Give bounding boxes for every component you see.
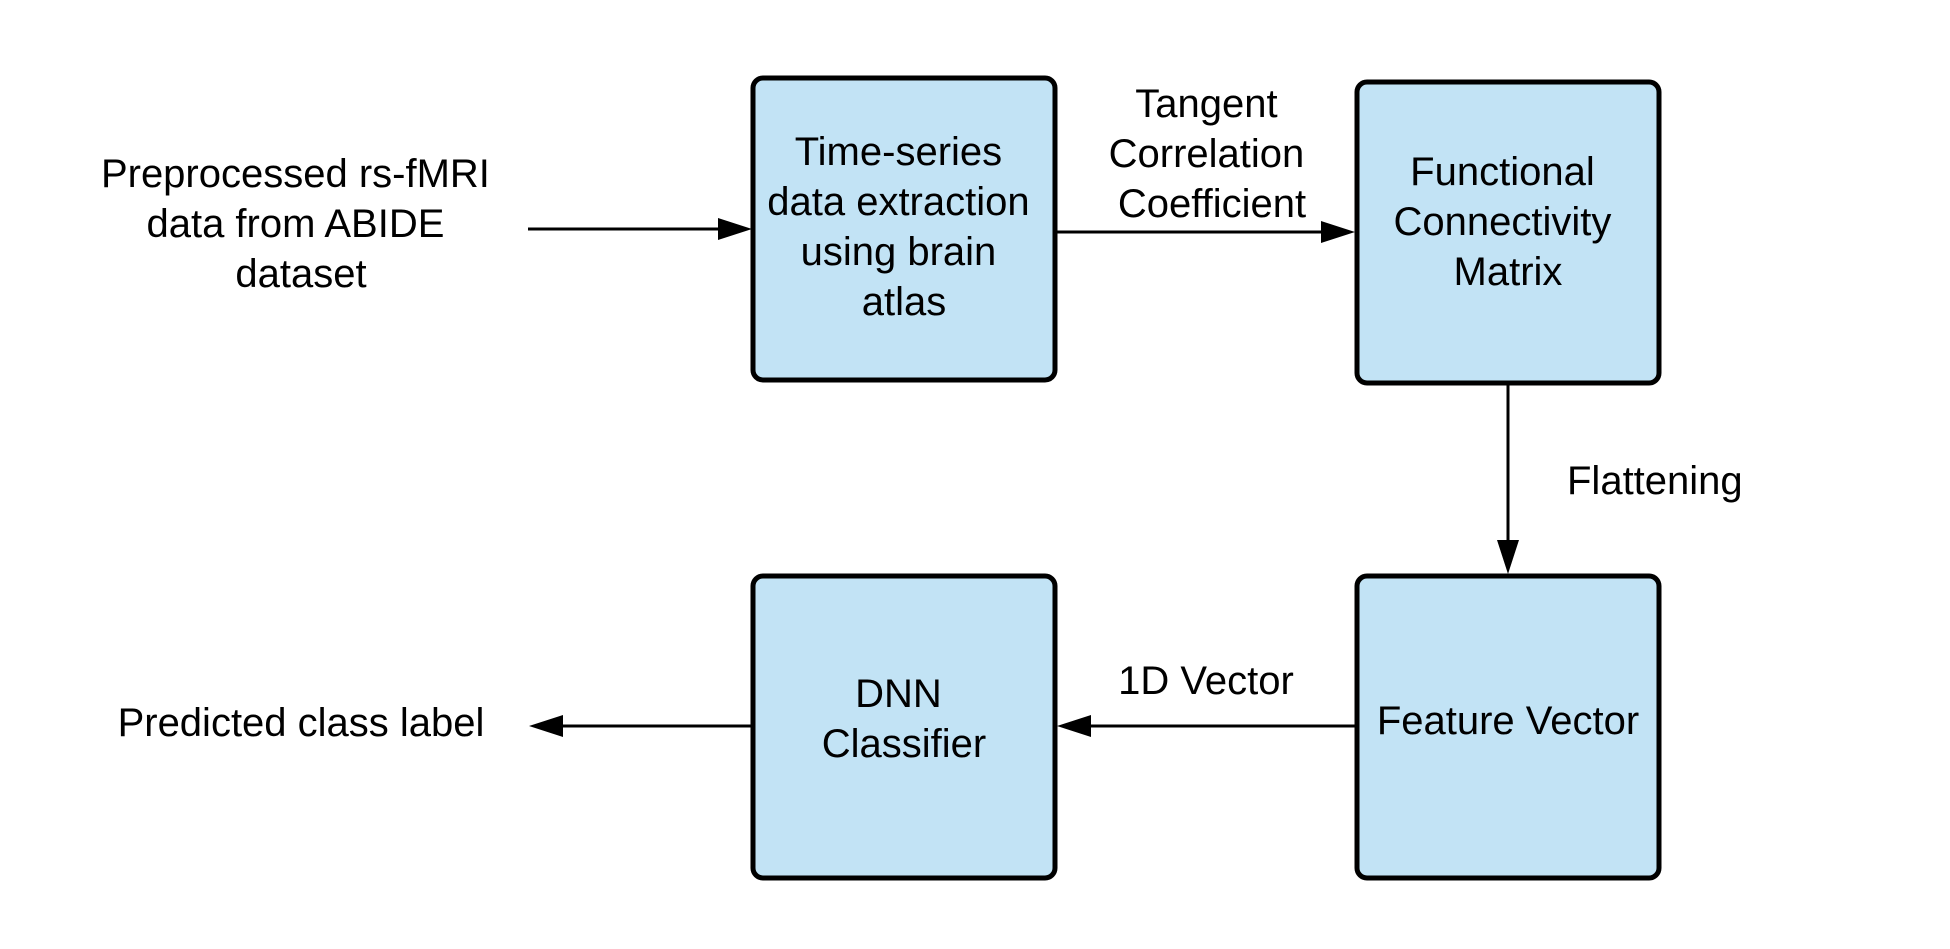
flattening-arrowhead xyxy=(1497,540,1519,574)
tangent-correlation-label: Tangent Correlation Coefficient xyxy=(1109,82,1316,226)
feature-vector-label: Feature Vector xyxy=(1377,699,1639,743)
output-arrowhead xyxy=(529,715,563,737)
input-arrowhead xyxy=(718,218,752,240)
vector-arrowhead xyxy=(1057,715,1091,737)
output-label: Predicted class label xyxy=(118,701,485,745)
flattening-label: Flattening xyxy=(1567,459,1743,503)
time-series-extraction-label: Time-series data extraction using brain … xyxy=(767,130,1041,324)
vector-label: 1D Vector xyxy=(1118,659,1294,703)
functional-connectivity-label: Functional Connectivity Matrix xyxy=(1394,150,1623,294)
input-label: Preprocessed rs-fMRI data from ABIDE dat… xyxy=(101,152,501,296)
dnn-classifier-label: DNN Classifier xyxy=(822,672,986,766)
time-series-extraction-box xyxy=(750,75,1058,383)
tangent-arrowhead xyxy=(1321,221,1355,243)
